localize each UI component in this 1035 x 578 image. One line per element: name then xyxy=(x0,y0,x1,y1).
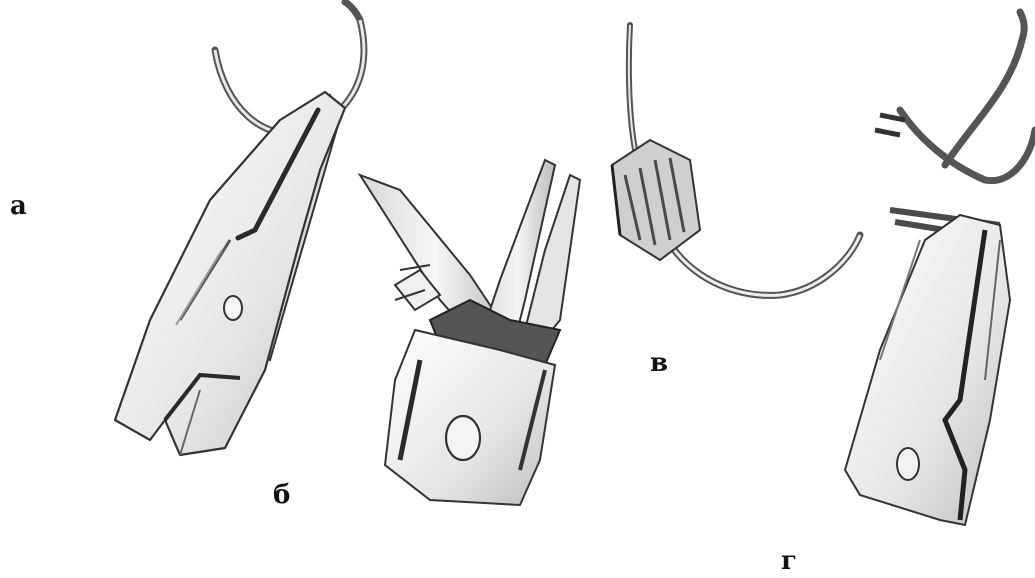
panel-a-pliers xyxy=(115,2,364,455)
label-b: б xyxy=(273,482,290,508)
label-a: а xyxy=(10,193,27,219)
label-v: в xyxy=(650,350,668,376)
panel-v-wire-loop xyxy=(612,25,860,295)
label-g: г xyxy=(781,548,797,574)
panel-g-pliers xyxy=(845,12,1035,525)
panel-b-pliers xyxy=(360,160,580,505)
